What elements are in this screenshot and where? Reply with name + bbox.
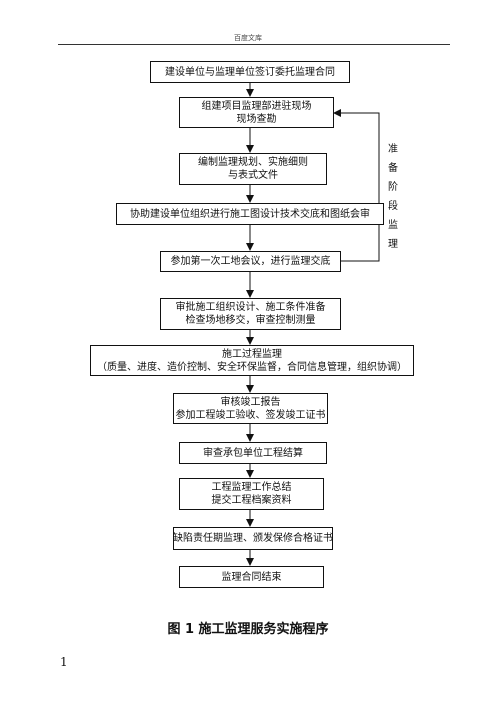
- preparation-stage-label: 准 备 阶 段 监 理: [386, 140, 400, 254]
- feedback-arrow: [333, 109, 380, 262]
- side-char-5: 监: [388, 220, 398, 231]
- step-6-box: 审批施工组织设计、施工条件准备 检查场地移交，审查控制测量: [160, 298, 341, 330]
- step-3-box: 编制监理规划、实施细则 与表式文件: [179, 153, 327, 185]
- step-3-line-2: 与表式文件: [228, 170, 278, 181]
- step-5-box: 参加第一次工地会议，进行监理交底: [160, 251, 341, 272]
- step-10-line-1: 工程监理工作总结: [211, 482, 292, 493]
- figure-caption: 图 1 施工监理服务实施程序: [167, 622, 329, 637]
- step-2-line-2: 现场查勘: [236, 113, 277, 125]
- step-12-line-1: 监理合同结束: [221, 571, 282, 583]
- step-8-line-1: 审核竣工报告: [220, 396, 281, 408]
- step-8-box: 审核竣工报告 参加工程竣工验收、签发竣工证书: [173, 393, 328, 424]
- step-1-line-1: 建设单位与监理单位签订委托监理合同: [165, 66, 335, 78]
- step-6-line-2: 检查场地移交，审查控制测量: [185, 315, 316, 326]
- side-char-1: 准: [388, 144, 398, 155]
- step-7-line-1: 施工过程监理: [222, 348, 282, 360]
- step-9-box: 审查承包单位工程结算: [179, 442, 327, 464]
- step-7-box: 施工过程监理 （质量、进度、造价控制、安全环保监督，合同信息管理，组织协调）: [90, 345, 414, 376]
- step-5-line-1: 参加第一次工地会议，进行监理交底: [170, 256, 331, 267]
- step-11-line-1: 缺陷责任期监理、颁发保修合格证书: [173, 533, 333, 544]
- step-7-line-2: （质量、进度、造价控制、安全环保监督，合同信息管理，组织协调）: [97, 361, 407, 373]
- step-4-box: 协助建设单位组织进行施工图设计技术交底和图纸会审: [116, 203, 384, 225]
- step-6-line-1: 审批施工组织设计、施工条件准备: [175, 302, 326, 313]
- step-1-box: 建设单位与监理单位签订委托监理合同: [150, 61, 350, 83]
- page-number: 1: [60, 655, 68, 669]
- step-4-line-1: 协助建设单位组织进行施工图设计技术交底和图纸会审: [130, 208, 370, 220]
- side-char-2: 备: [388, 163, 398, 174]
- step-9-line-1: 审查承包单位工程结算: [203, 447, 303, 459]
- step-11-box: 缺陷责任期监理、颁发保修合格证书: [173, 527, 333, 550]
- step-3-line-1: 编制监理规划、实施细则: [198, 157, 308, 168]
- side-char-6: 理: [388, 239, 398, 250]
- step-2-line-1: 组建项目监理部进驻现场: [201, 100, 312, 112]
- step-2-box: 组建项目监理部进驻现场 现场查勘: [179, 97, 334, 128]
- step-10-line-2: 提交工程档案资料: [211, 495, 292, 506]
- side-char-3: 阶: [388, 182, 398, 193]
- step-12-box: 监理合同结束: [179, 566, 324, 588]
- step-10-box: 工程监理工作总结 提交工程档案资料: [179, 478, 324, 510]
- page-header: 百度文库: [234, 34, 262, 42]
- side-char-4: 段: [388, 201, 398, 212]
- step-8-line-2: 参加工程竣工验收、签发竣工证书: [175, 409, 326, 421]
- header-divider: [58, 44, 450, 45]
